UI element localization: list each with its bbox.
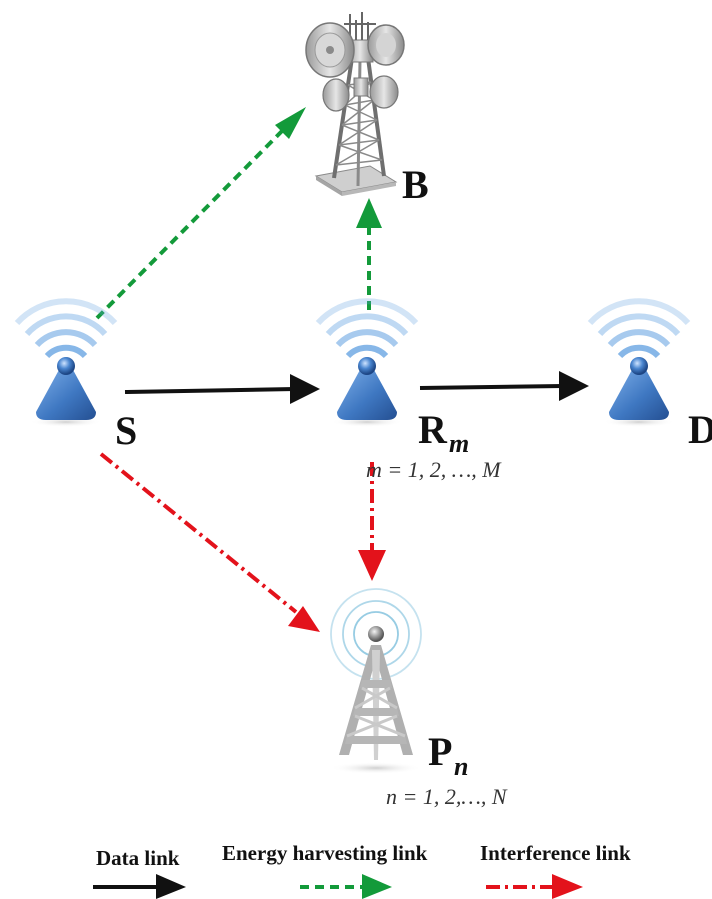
primary-range: n = 1, 2,…, N <box>386 784 508 809</box>
base-station-tower-icon <box>305 12 405 196</box>
legend-energy-link-arrow <box>300 874 392 899</box>
primary-tower-icon <box>330 588 422 774</box>
source-node-icon <box>14 298 118 427</box>
relay-subscript: m <box>449 429 469 458</box>
legend-interference-link-arrow <box>486 874 583 899</box>
base-station-label: B <box>402 162 429 207</box>
relay-label: R <box>418 407 448 452</box>
relay-node-icon <box>315 298 419 427</box>
data-link-r-to-d <box>419 371 589 401</box>
destination-node-icon <box>587 298 691 427</box>
legend-data-link-arrow <box>93 874 186 899</box>
data-link-s-to-r <box>124 374 320 404</box>
legend: Data link Energy harvesting link Interfe… <box>93 841 631 899</box>
energy-link-r-to-b <box>356 198 382 310</box>
source-label: S <box>115 408 137 453</box>
interference-link-r-to-p <box>358 462 386 581</box>
interference-link-s-to-p <box>99 452 320 632</box>
primary-subscript: n <box>454 752 468 781</box>
relay-range: m = 1, 2, …, M <box>366 457 502 482</box>
destination-label: D <box>688 407 712 452</box>
legend-data-link-label: Data link <box>96 846 180 870</box>
legend-interference-link-label: Interference link <box>480 841 631 865</box>
legend-energy-link-label: Energy harvesting link <box>222 841 428 865</box>
primary-label: P <box>428 729 452 774</box>
energy-link-s-to-b <box>95 107 306 320</box>
